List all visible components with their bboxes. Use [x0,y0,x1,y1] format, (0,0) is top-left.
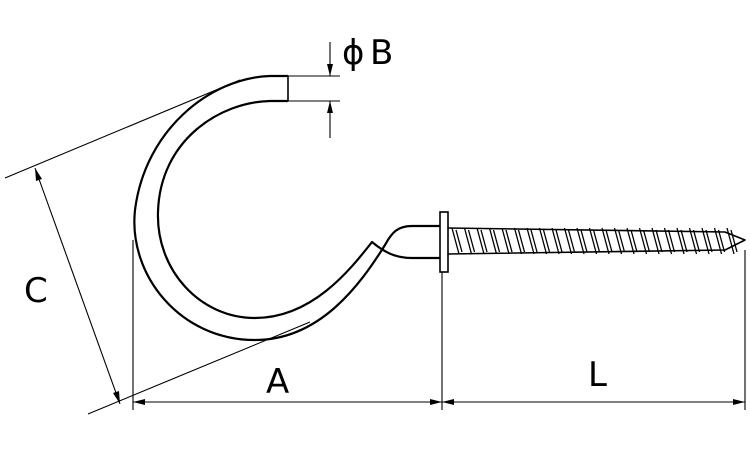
thread-root [680,229,688,253]
thread-crest [501,227,510,255]
thread-root [542,229,551,253]
thread-root [617,229,626,253]
thread-crest [626,227,635,255]
thread-crest [513,227,523,255]
thread-crest [663,227,673,255]
thread-crest [563,227,573,255]
thread-crest [463,227,473,255]
thread-crest [726,227,735,255]
thread-root [555,229,563,253]
screw-thread [447,227,746,255]
thread-root [730,229,738,253]
thread-root [692,229,701,253]
hook-body [133,74,440,342]
thread-crest [451,227,460,255]
thread-crest [526,227,535,255]
dimension-label-diameter-symbol: ϕ [342,33,364,73]
thread-root [517,229,526,253]
thread-root [505,229,513,253]
thread-crest [551,227,560,255]
thread-crest [601,227,610,255]
thread-root [655,229,663,253]
thread-root [667,229,676,253]
thread-crest [651,227,660,255]
dimension-label-a: A [266,362,289,402]
thread-root [642,229,651,253]
thread-root [455,229,463,253]
thread-root [705,229,713,253]
thread-root [580,229,588,253]
thread-crest [613,227,623,255]
thread-crest [476,227,485,255]
thread-crest [576,227,585,255]
thread-root [592,229,601,253]
thread-crest [701,227,710,255]
thread-root [530,229,538,253]
thread-root [480,229,488,253]
thread-crest [688,227,698,255]
thread-root [492,229,501,253]
dimension-label-c: C [24,271,48,311]
thread-crest [488,227,498,255]
thread-root [467,229,476,253]
dimension-lines [34,42,745,405]
thread-crest [713,227,723,255]
thread-root [717,229,726,253]
dimension-label-b: B [370,33,393,73]
thread-crest [538,227,548,255]
extension-lines [4,75,746,415]
collar [439,211,449,273]
thread-crest [638,227,648,255]
thread-root [630,229,638,253]
thread-crest [676,227,685,255]
thread-root [605,229,613,253]
dimension-label-l: L [588,355,607,395]
thread-crest [588,227,598,255]
thread-root [567,229,576,253]
